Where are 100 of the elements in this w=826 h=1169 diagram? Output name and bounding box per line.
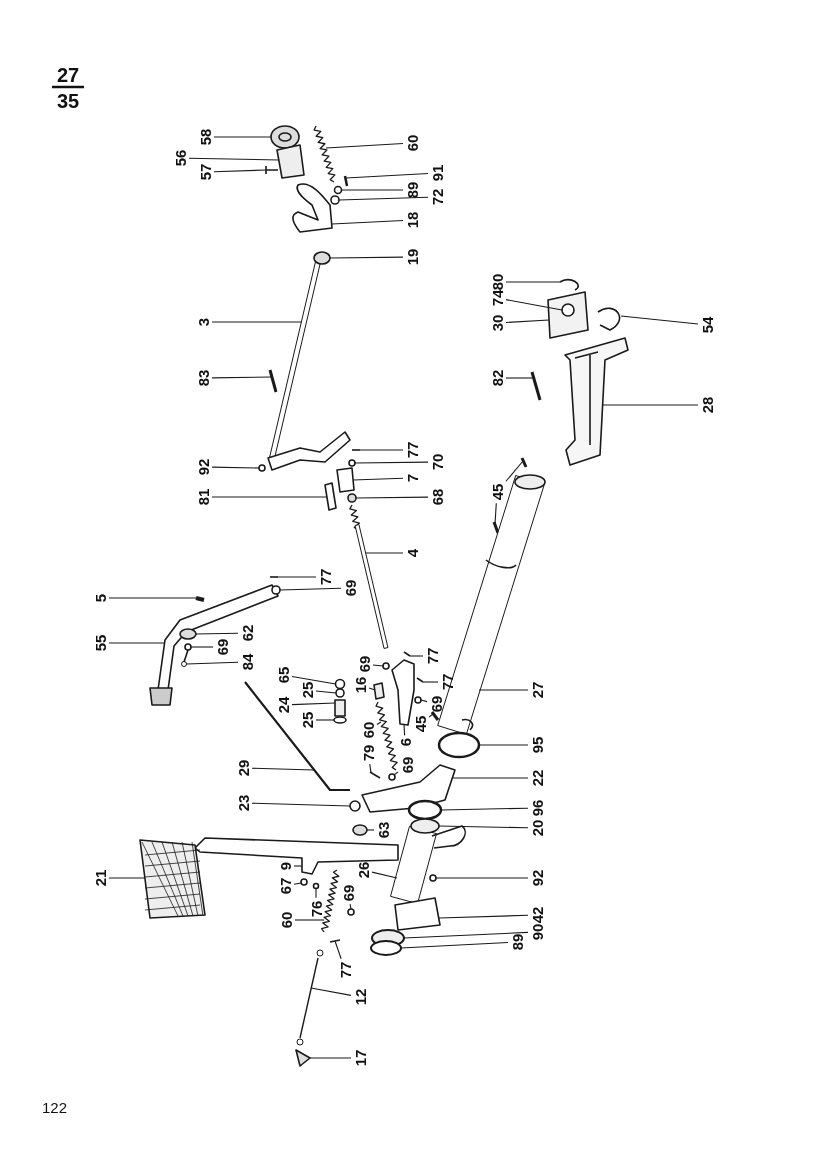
lever — [149, 584, 279, 706]
cotter-pin — [258, 464, 266, 472]
callout-number: 81 — [195, 488, 211, 506]
coil-spring — [321, 869, 340, 933]
bushing — [313, 251, 331, 265]
leader-line — [355, 496, 429, 499]
callout-number: 7 — [404, 473, 420, 483]
leader-line — [294, 919, 325, 921]
leader-line — [376, 721, 382, 725]
washer — [414, 696, 422, 704]
callout-number: 89 — [404, 181, 420, 199]
shaft — [390, 825, 466, 905]
screw — [343, 175, 349, 187]
bushing — [410, 818, 440, 834]
leader-line — [409, 655, 424, 657]
leader-line — [494, 502, 497, 525]
leader-line — [211, 321, 303, 323]
bracket — [564, 337, 629, 466]
leader-line — [277, 576, 317, 578]
leader-line — [428, 713, 434, 718]
pin — [416, 677, 424, 683]
bolt — [312, 882, 320, 890]
rod — [296, 949, 324, 1046]
coil-spring — [375, 701, 398, 771]
washer — [382, 662, 390, 670]
fork — [292, 183, 333, 233]
leader-line — [602, 404, 699, 406]
nut — [347, 493, 357, 503]
leader-line — [195, 632, 239, 635]
callout-number: 21 — [92, 869, 108, 887]
callout-number: 76 — [308, 900, 324, 918]
callout-number: 18 — [404, 211, 420, 229]
callout-number: 83 — [195, 369, 211, 387]
callout-number: 3 — [195, 317, 211, 327]
leader-line — [279, 587, 342, 591]
callout-number: 69 — [342, 579, 358, 597]
leader-line — [478, 744, 529, 746]
washer — [179, 628, 197, 640]
callout-number: 77 — [424, 647, 440, 665]
leader-line — [438, 914, 529, 919]
leader-line — [620, 315, 699, 325]
washer — [300, 878, 308, 886]
leader-line — [349, 903, 352, 910]
leader-line — [291, 676, 337, 685]
spring-clip — [559, 278, 580, 291]
leader-line — [345, 172, 429, 179]
callout-number: 16 — [352, 676, 368, 694]
leader-line — [368, 687, 376, 691]
washer — [330, 195, 340, 205]
knob — [270, 125, 300, 149]
callout-number: 45 — [412, 715, 428, 733]
leader-line — [251, 802, 351, 807]
pin — [324, 482, 337, 511]
washer — [184, 643, 192, 651]
washer — [348, 459, 356, 467]
leader-line — [108, 597, 197, 599]
leader-line — [400, 941, 509, 949]
leader-line — [403, 931, 529, 939]
ring — [407, 799, 443, 821]
callout-number: 84 — [239, 653, 255, 671]
callout-number: 20 — [529, 819, 545, 837]
callout-number: 58 — [197, 128, 213, 146]
leader-line — [211, 376, 273, 379]
leader-line — [213, 136, 272, 138]
leader-line — [365, 552, 404, 554]
leader-line — [451, 777, 529, 779]
leader-line — [310, 987, 352, 996]
pin — [349, 800, 361, 812]
callout-number: 96 — [529, 799, 545, 817]
callout-number: 70 — [429, 453, 445, 471]
sleeve — [373, 682, 385, 700]
cotter-pin — [429, 874, 437, 882]
leader-line — [315, 887, 317, 899]
leader-line — [293, 882, 302, 885]
washer — [347, 908, 355, 916]
leader-line — [438, 825, 529, 829]
leader-line — [188, 157, 280, 161]
leader-line — [422, 681, 439, 683]
leader-line — [435, 877, 529, 879]
callout-number: 22 — [529, 769, 545, 787]
callout-number: 60 — [278, 911, 294, 929]
callout-number: 95 — [529, 736, 545, 754]
leader-line — [505, 281, 561, 283]
callout-number: 69 — [399, 756, 415, 774]
callout-number: 25 — [299, 711, 315, 729]
callout-number: 30 — [489, 314, 505, 332]
leader-line — [325, 142, 404, 149]
leader-line — [190, 646, 214, 648]
callout-number: 5 — [92, 593, 108, 603]
callout-number: 6 — [397, 737, 413, 747]
leader-line — [315, 719, 335, 721]
callout-number: 45 — [489, 483, 505, 501]
callout-number: 72 — [429, 188, 445, 206]
callout-number: 25 — [299, 681, 315, 699]
leader-line — [393, 771, 399, 776]
lever — [391, 659, 415, 726]
callout-number: 56 — [172, 149, 188, 167]
callout-number: 65 — [275, 666, 291, 684]
leader-line — [505, 319, 550, 324]
callout-number: 77 — [317, 568, 333, 586]
